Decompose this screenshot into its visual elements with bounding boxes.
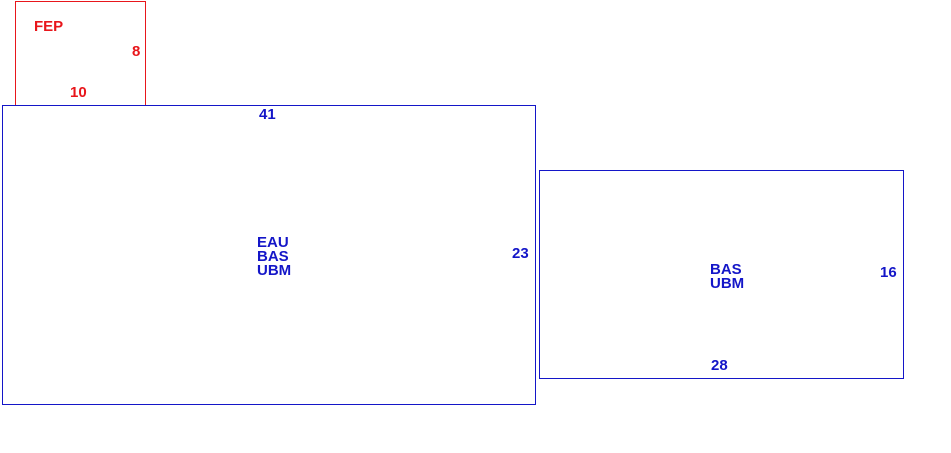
fep-room-dim-bottom: 10 bbox=[70, 84, 87, 101]
side-room-outline bbox=[539, 170, 904, 379]
fep-room-label: FEP bbox=[34, 18, 64, 35]
main-room-dim-top: 41 bbox=[259, 106, 276, 123]
side-room-dim-bottom: 28 bbox=[711, 357, 728, 374]
main-room-dim-right: 23 bbox=[512, 245, 529, 262]
main-room-labels: EAU BAS UBM bbox=[257, 234, 292, 279]
main-room-label-eau: EAU bbox=[257, 234, 289, 251]
fep-room-dim-right: 8 bbox=[132, 43, 141, 60]
main-room-label-ubm: UBM bbox=[257, 262, 292, 279]
side-room-labels: BAS UBM bbox=[710, 261, 745, 292]
main-room-label-bas: BAS bbox=[257, 248, 289, 265]
side-room-dim-right: 16 bbox=[880, 264, 897, 281]
side-room-label-bas: BAS bbox=[710, 261, 742, 278]
main-room-outline bbox=[2, 105, 536, 405]
side-room-label-ubm: UBM bbox=[710, 275, 745, 292]
